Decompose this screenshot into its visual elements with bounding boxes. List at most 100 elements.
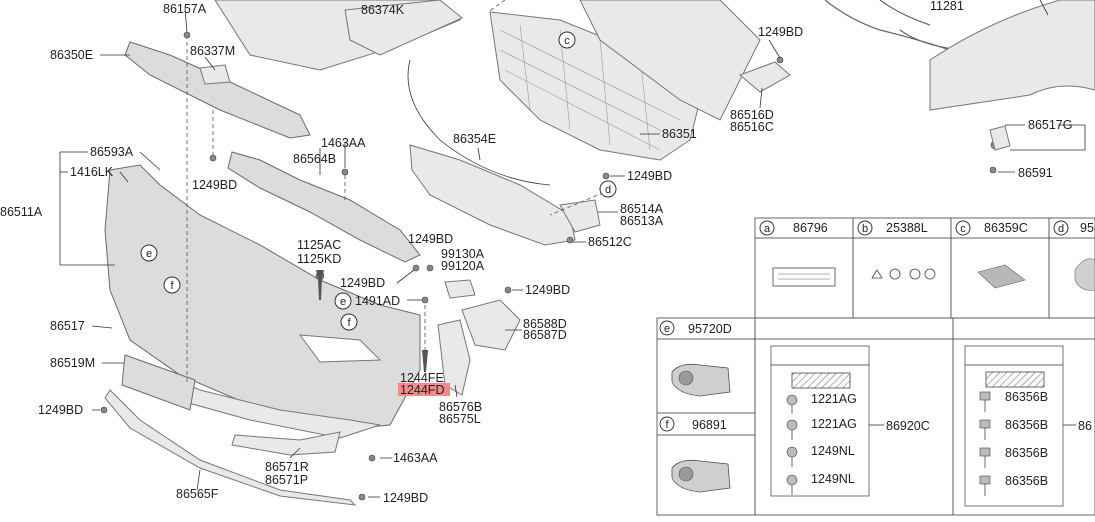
bracket-86588D-part — [461, 299, 521, 351]
callout-f-left: f — [163, 276, 181, 294]
label-1244FE: 1244FE — [400, 371, 444, 385]
label-86588D: 86588D — [523, 317, 567, 331]
label-99120A: 99120A — [441, 259, 485, 273]
dash-line-5 — [549, 189, 611, 216]
svg-text:a: a — [764, 223, 771, 235]
callout-f-right: f — [340, 313, 358, 331]
label-86337M: 86337M — [190, 44, 235, 58]
table-cell-c: c 86359C — [955, 220, 1028, 289]
svg-text:f: f — [170, 280, 174, 292]
label-1249BD-e: 1249BD — [38, 403, 83, 417]
highlight-1244FD — [398, 383, 450, 396]
label-86514A: 86514A — [620, 202, 664, 216]
screw-kit-86920C: 1221AG 1221AG 1249NL 1249NL 86920C — [770, 345, 930, 497]
part-labels: 86157A 86374K 86350E 86337M 1463AA 86564… — [0, 0, 1072, 505]
label-86516C: 86516C — [730, 120, 774, 134]
label-86513A: 86513A — [620, 214, 664, 228]
label-1491AD: 1491AD — [355, 294, 400, 308]
table-cell-b: b 25388L — [857, 220, 936, 280]
label-1249BD-h: 1249BD — [758, 25, 803, 39]
callout-d: d — [599, 180, 617, 198]
bumper-opening — [298, 334, 382, 363]
label-1463AA-top: 1463AA — [321, 136, 366, 150]
svg-text:86: 86 — [1078, 419, 1092, 433]
svg-text:f: f — [347, 317, 351, 329]
warning-label-icon — [772, 267, 836, 287]
label-1416LK: 1416LK — [70, 165, 114, 179]
label-86517G: 86517G — [1028, 118, 1072, 132]
svg-text:e: e — [340, 296, 346, 308]
pad-part-icon — [977, 264, 1026, 289]
grille-frame-part — [579, 0, 761, 121]
label-86593A: 86593A — [90, 145, 134, 159]
bracket-99130A-part — [444, 279, 476, 299]
svg-text:e: e — [664, 323, 670, 335]
strip-86565F-part — [104, 389, 357, 506]
svg-text:d: d — [605, 184, 611, 196]
svg-text:86920C: 86920C — [886, 419, 930, 433]
svg-text:1221AG: 1221AG — [811, 417, 857, 431]
bracket-86517G-part — [989, 125, 1011, 151]
label-1249BD-c: 1249BD — [340, 276, 385, 290]
svg-text:d: d — [1058, 223, 1064, 235]
svg-text:96891: 96891 — [692, 418, 727, 432]
svg-text:86356B: 86356B — [1005, 418, 1048, 432]
svg-text:86356B: 86356B — [1005, 474, 1048, 488]
svg-text:c: c — [564, 35, 570, 47]
garnish-86519M-part — [121, 354, 196, 411]
bracket-86576B-part — [437, 319, 471, 396]
label-86374K: 86374K — [361, 3, 405, 17]
label-86576B: 86576B — [439, 400, 482, 414]
caution-symbols-icon — [871, 268, 936, 280]
svg-text:1221AG: 1221AG — [811, 392, 857, 406]
bracket-86564B-part — [227, 151, 421, 263]
label-86354E: 86354E — [453, 132, 496, 146]
table-cell-a: a 86796 — [759, 220, 836, 287]
label-1244FD: 1244FD — [400, 383, 444, 397]
svg-text:f: f — [665, 419, 669, 431]
label-86519M: 86519M — [50, 356, 95, 370]
callout-e-right: e — [334, 292, 352, 310]
svg-text:1249NL: 1249NL — [811, 444, 855, 458]
bracket-86374K-part — [344, 0, 463, 56]
parts-table: a 86796 b 25388L c 86359C d 9 — [656, 217, 1095, 516]
svg-text:86356B: 86356B — [1005, 446, 1048, 460]
label-1463AA-bottom: 1463AA — [393, 451, 438, 465]
sensor-part-icon — [1074, 258, 1095, 291]
label-86587D: 86587D — [523, 328, 567, 342]
label-86564B: 86564B — [293, 152, 336, 166]
svg-text:86359C: 86359C — [984, 221, 1028, 235]
dash-line-6 — [487, 0, 506, 13]
label-86575L: 86575L — [439, 412, 481, 426]
callout-c: c — [558, 31, 576, 49]
label-86571P: 86571P — [265, 473, 308, 487]
clip-86337M-part — [199, 64, 231, 85]
lower-grille-86512C-part — [409, 144, 576, 246]
label-86350E: 86350E — [50, 48, 93, 62]
bolt-kit: 86356B 86356B 86356B 86356B 86 — [964, 345, 1092, 507]
label-86571R: 86571R — [265, 460, 309, 474]
label-1249BD-f: 1249BD — [383, 491, 428, 505]
svg-text:b: b — [862, 223, 868, 235]
trim-86571R-part — [231, 431, 341, 456]
label-86351: 86351 — [662, 127, 697, 141]
label-1249BD-b: 1249BD — [408, 232, 453, 246]
trim-86354E-part — [407, 59, 551, 186]
label-86517: 86517 — [50, 319, 85, 333]
label-1249BD-d: 1249BD — [525, 283, 570, 297]
label-11281: 11281 — [930, 0, 964, 13]
label-1125KD: 1125KD — [297, 252, 341, 266]
table-cell-e: e 95720D — [659, 320, 732, 397]
svg-text:95: 95 — [1080, 221, 1094, 235]
leader-lines — [59, 0, 1086, 498]
cover-86514A-part — [559, 199, 601, 233]
svg-text:86356B: 86356B — [1005, 390, 1048, 404]
label-86516D: 86516D — [730, 108, 774, 122]
label-1125AC: 1125AC — [297, 238, 341, 252]
label-86157A: 86157A — [163, 2, 207, 16]
label-86511A: 86511A — [0, 205, 43, 219]
label-86512C: 86512C — [588, 235, 632, 249]
svg-text:c: c — [960, 223, 966, 235]
fender-part — [929, 0, 1095, 111]
